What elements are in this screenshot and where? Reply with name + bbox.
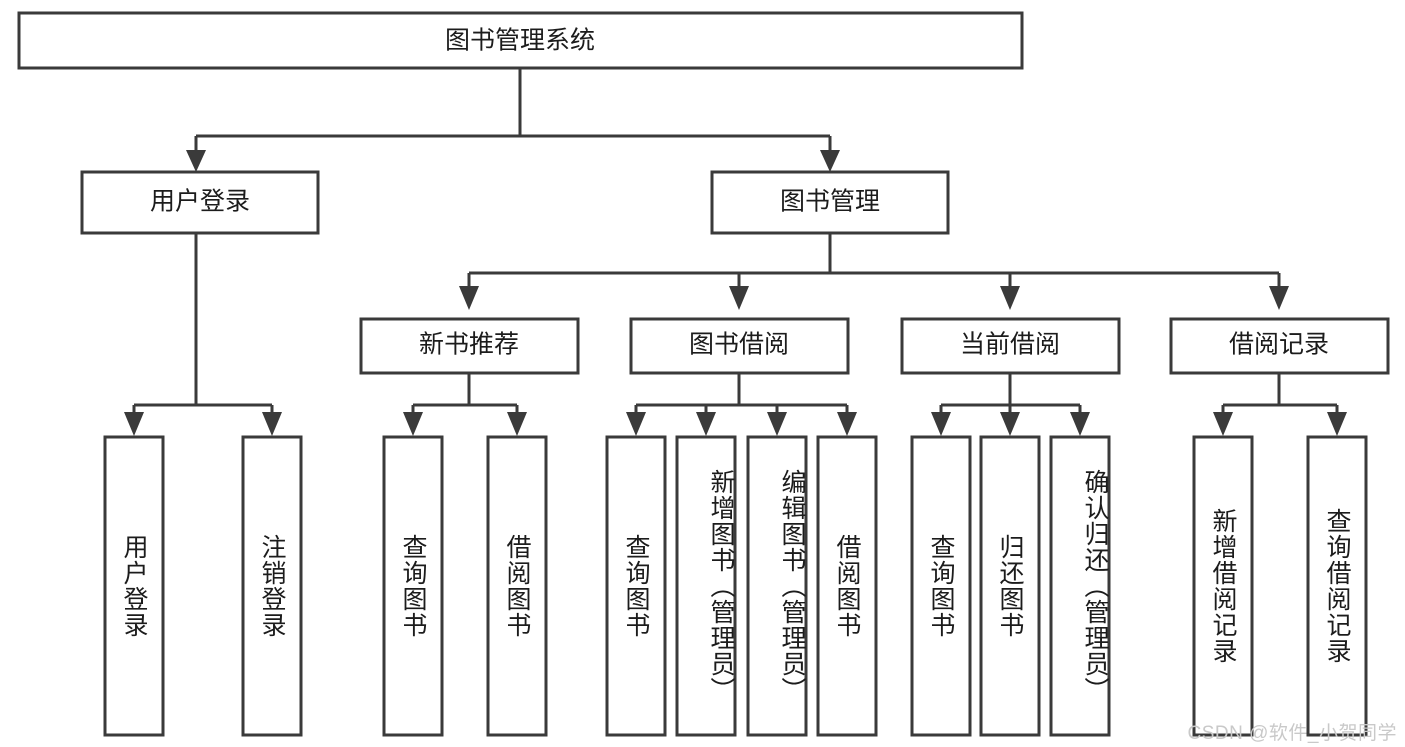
arrowhead-new-book-recommend bbox=[459, 286, 479, 310]
connector-group-user-login bbox=[124, 233, 282, 436]
leaf-box-add-record[interactable] bbox=[1192, 435, 1254, 737]
node-book-manage-box[interactable] bbox=[710, 170, 950, 235]
leaf-box-edit-book[interactable] bbox=[746, 435, 808, 737]
node-root-box[interactable] bbox=[17, 11, 1024, 70]
node-user-login-label: 用户登录 bbox=[150, 188, 250, 216]
leaf-box-query-book-2[interactable] bbox=[605, 435, 667, 737]
node-user-login[interactable]: 用户登录 bbox=[80, 170, 320, 235]
leaf-box-confirm-return[interactable] bbox=[1049, 435, 1111, 737]
arrowhead-leaf-borrow-book-2 bbox=[837, 412, 857, 436]
node-new-book-recommend-label: 新书推荐 bbox=[419, 331, 519, 359]
arrowhead-book-borrow bbox=[729, 286, 749, 310]
arrowhead-leaf-query-book-1 bbox=[403, 412, 423, 436]
arrowhead-leaf-user-logout bbox=[262, 412, 282, 436]
node-new-book-recommend[interactable]: 新书推荐 bbox=[359, 317, 580, 375]
arrowhead-user-login bbox=[186, 150, 206, 172]
node-book-manage-label: 图书管理 bbox=[780, 188, 880, 216]
leaf-boxes-group bbox=[103, 435, 1368, 737]
leaf-box-user-login[interactable] bbox=[103, 435, 165, 737]
leaf-box-query-record[interactable] bbox=[1306, 435, 1368, 737]
leaf-box-query-book-3[interactable] bbox=[910, 435, 972, 737]
leaf-box-borrow-book-2[interactable] bbox=[816, 435, 878, 737]
watermark-label: CSDN @软件_小贺同学 bbox=[1187, 723, 1397, 744]
arrowhead-leaf-query-book-2 bbox=[626, 412, 646, 436]
leaf-box-return-book[interactable] bbox=[979, 435, 1041, 737]
node-borrow-record[interactable]: 借阅记录 bbox=[1169, 317, 1390, 375]
node-borrow-record-box[interactable] bbox=[1169, 317, 1390, 375]
node-current-borrow[interactable]: 当前借阅 bbox=[900, 317, 1121, 375]
node-root[interactable]: 图书管理系统 bbox=[17, 11, 1024, 70]
connector-group-book-borrow bbox=[626, 373, 857, 436]
node-user-login-box[interactable] bbox=[80, 170, 320, 235]
node-root-label: 图书管理系统 bbox=[445, 27, 595, 55]
arrowhead-book-manage bbox=[820, 150, 840, 172]
arrowhead-leaf-add-record bbox=[1213, 412, 1233, 436]
connector-group-new-book-recommend bbox=[403, 373, 527, 436]
arrowhead-leaf-confirm-return bbox=[1070, 412, 1090, 436]
arrowhead-current-borrow bbox=[1000, 286, 1020, 310]
arrowhead-leaf-query-book-3 bbox=[931, 412, 951, 436]
arrowhead-borrow-record bbox=[1269, 286, 1289, 310]
connector-group-borrow-record bbox=[1213, 373, 1347, 436]
node-borrow-record-label: 借阅记录 bbox=[1229, 331, 1329, 359]
connector-group-root bbox=[186, 68, 840, 172]
leaf-box-user-logout[interactable] bbox=[241, 435, 303, 737]
connector-group-book-manage bbox=[459, 233, 1289, 310]
arrowhead-leaf-edit-book bbox=[767, 412, 787, 436]
node-current-borrow-label: 当前借阅 bbox=[960, 331, 1060, 359]
arrowhead-leaf-return-book bbox=[1000, 412, 1020, 436]
arrowhead-leaf-add-book bbox=[696, 412, 716, 436]
node-book-borrow-box[interactable] bbox=[629, 317, 850, 375]
node-book-borrow-label: 图书借阅 bbox=[689, 331, 789, 359]
node-book-borrow[interactable]: 图书借阅 bbox=[629, 317, 850, 375]
arrowhead-leaf-borrow-book-1 bbox=[507, 412, 527, 436]
connector-group-current-borrow bbox=[931, 373, 1090, 436]
leaf-box-add-book[interactable] bbox=[675, 435, 737, 737]
arrowhead-leaf-query-record bbox=[1327, 412, 1347, 436]
leaf-box-query-book-1[interactable] bbox=[382, 435, 444, 737]
leaf-box-borrow-book-1[interactable] bbox=[486, 435, 548, 737]
node-current-borrow-box[interactable] bbox=[900, 317, 1121, 375]
node-new-book-recommend-box[interactable] bbox=[359, 317, 580, 375]
node-book-manage[interactable]: 图书管理 bbox=[710, 170, 950, 235]
arrowhead-leaf-user-login bbox=[124, 412, 144, 436]
